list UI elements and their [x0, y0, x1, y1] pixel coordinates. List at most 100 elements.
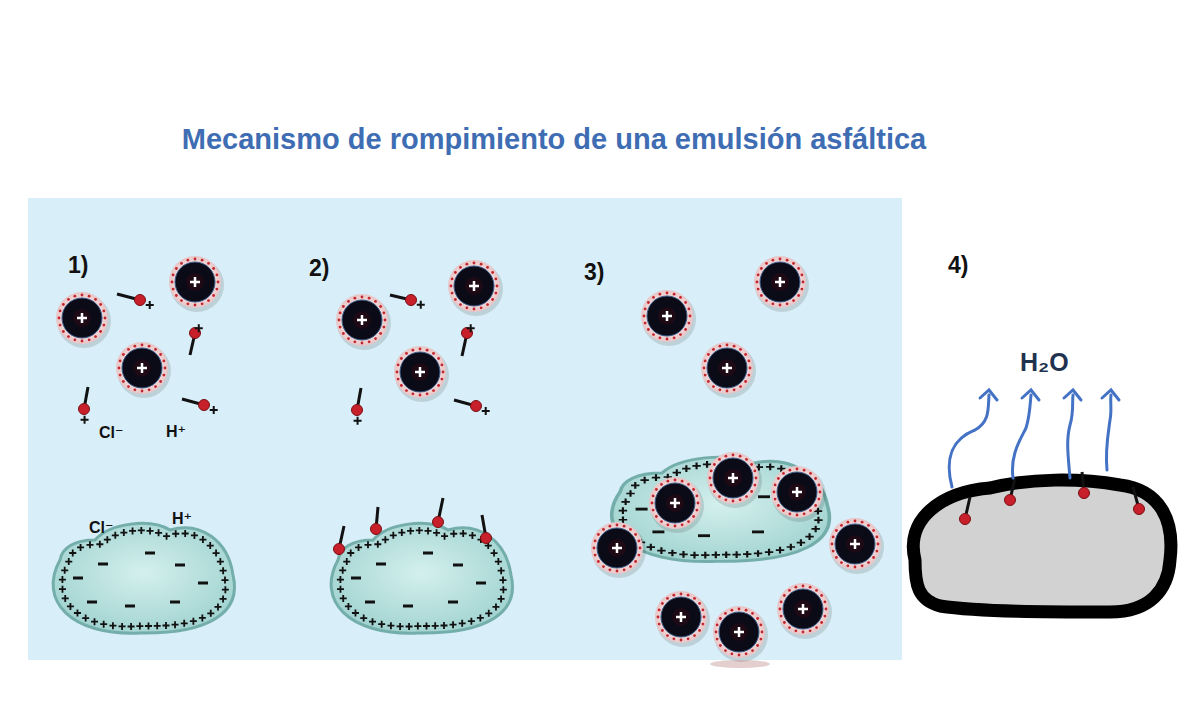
charge-dot	[442, 371, 445, 374]
minus-sign	[453, 564, 463, 567]
charge-dot	[660, 520, 663, 523]
charge-dot	[162, 359, 165, 362]
charge-dot	[426, 349, 429, 352]
charge-dot	[679, 333, 682, 336]
charge-dot	[652, 494, 655, 497]
emulsifier-molecule	[960, 497, 971, 525]
emulsifier-molecule	[462, 324, 475, 356]
charge-dot	[361, 342, 364, 345]
charge-dot	[733, 345, 736, 348]
charge-dot	[693, 597, 696, 600]
plus-sign	[343, 558, 350, 565]
charge-dot	[680, 639, 683, 642]
plus-sign	[337, 576, 344, 583]
asphalt-droplet	[777, 583, 832, 639]
plus-sign	[425, 527, 432, 534]
charge-dot	[820, 621, 823, 624]
charge-dot	[494, 277, 497, 280]
plus-sign	[222, 586, 229, 593]
plus-sign	[217, 558, 224, 565]
plus-sign	[743, 551, 751, 558]
charge-dot	[639, 547, 642, 550]
charge-dot	[491, 298, 494, 301]
emulsifier-molecule	[182, 399, 218, 414]
charge-dot	[411, 349, 414, 352]
head	[79, 404, 90, 415]
charge-dot	[623, 525, 626, 528]
plus-sign	[732, 551, 740, 558]
droplet-glow	[846, 535, 864, 553]
plus-sign	[96, 541, 103, 548]
charge-dot	[450, 285, 453, 288]
charge-dot	[73, 295, 76, 298]
charge-dot	[127, 385, 130, 388]
plus-sign	[221, 577, 228, 584]
charge-dot	[397, 363, 400, 366]
charge-dot	[660, 483, 663, 486]
charge-dot	[652, 333, 655, 336]
charge-dot	[796, 468, 799, 471]
charge-dot	[62, 303, 65, 306]
plus-sign	[360, 615, 367, 622]
charge-dot	[788, 589, 791, 592]
plus-sign	[154, 622, 161, 629]
charge-dot	[175, 267, 178, 270]
charge-dot	[127, 348, 130, 351]
plus-sign	[787, 544, 795, 551]
plus-sign	[631, 482, 639, 489]
charge-dot	[788, 626, 791, 629]
head	[1079, 488, 1090, 499]
charge-dot	[172, 288, 175, 291]
charge-dot	[672, 637, 675, 640]
charge-dot	[771, 259, 774, 262]
emulsifier-molecule	[390, 295, 425, 309]
charge-dot	[148, 388, 151, 391]
droplet-glow	[666, 494, 684, 512]
asphalt-droplet	[707, 452, 762, 508]
emulsifier-molecule	[1005, 478, 1016, 506]
charge-dot	[119, 374, 122, 377]
arrow-head	[1102, 390, 1119, 400]
charge-dot	[814, 477, 817, 480]
head	[371, 524, 382, 535]
emulsifier-molecule	[117, 294, 154, 309]
droplet-core	[835, 524, 875, 564]
asphalt-droplet	[701, 342, 756, 398]
droplet-glow	[794, 600, 812, 618]
charge-dot	[339, 326, 342, 329]
charge-dot	[212, 267, 215, 270]
plus-sign	[163, 533, 170, 540]
charge-dot	[353, 340, 356, 343]
plus-sign	[137, 363, 147, 373]
charge-dot	[473, 308, 476, 311]
charge-dot	[783, 621, 786, 624]
charge-dot	[342, 332, 345, 335]
charge-dot	[750, 490, 753, 493]
emulsifier-molecule	[454, 400, 490, 415]
charge-dot	[832, 550, 835, 553]
plus-sign	[337, 586, 344, 593]
droplet-halo	[829, 518, 881, 570]
aggregate-outline	[53, 523, 234, 633]
charge-dot	[666, 634, 669, 637]
water-label: H₂O	[1020, 348, 1069, 377]
charge-dot	[491, 271, 494, 274]
plus-sign	[433, 529, 440, 536]
charge-dot	[698, 602, 701, 605]
charge-dot	[703, 367, 706, 370]
charge-dot	[692, 488, 695, 491]
plus-sign	[199, 536, 206, 543]
evaporation-arrows	[949, 390, 1119, 487]
droplet-halo	[394, 346, 446, 398]
plus-sign	[491, 550, 498, 557]
charge-dot	[703, 616, 706, 619]
plus-sign	[469, 281, 479, 291]
charge-dot	[867, 524, 870, 527]
plus-sign	[626, 490, 634, 497]
plus-sign	[382, 536, 389, 543]
minus-sign	[198, 582, 208, 585]
asphalt-droplet	[655, 591, 710, 647]
charge-dot	[867, 561, 870, 564]
charge-dot	[756, 617, 759, 620]
charge-dot	[745, 609, 748, 612]
